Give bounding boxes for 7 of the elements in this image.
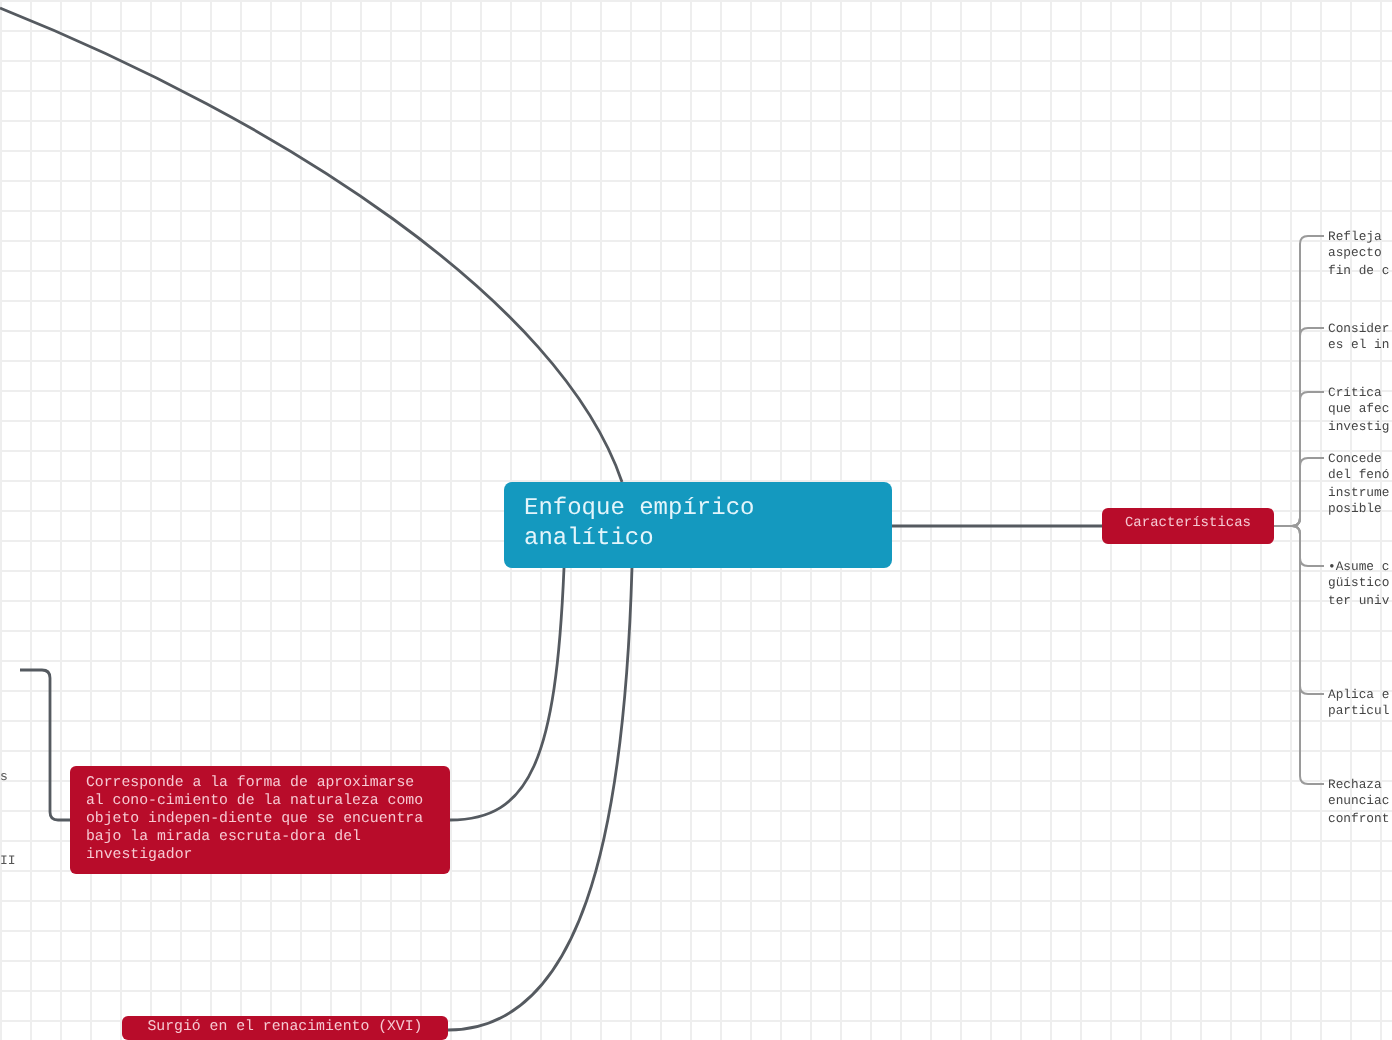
connector-line <box>1273 525 1325 785</box>
connector-line <box>0 6 624 483</box>
topic-box: Enfoque empírico analítico <box>504 482 892 568</box>
connector-line <box>20 668 70 822</box>
connector-line <box>447 567 634 1032</box>
connector-line <box>892 524 1102 528</box>
connector-line <box>449 567 566 822</box>
